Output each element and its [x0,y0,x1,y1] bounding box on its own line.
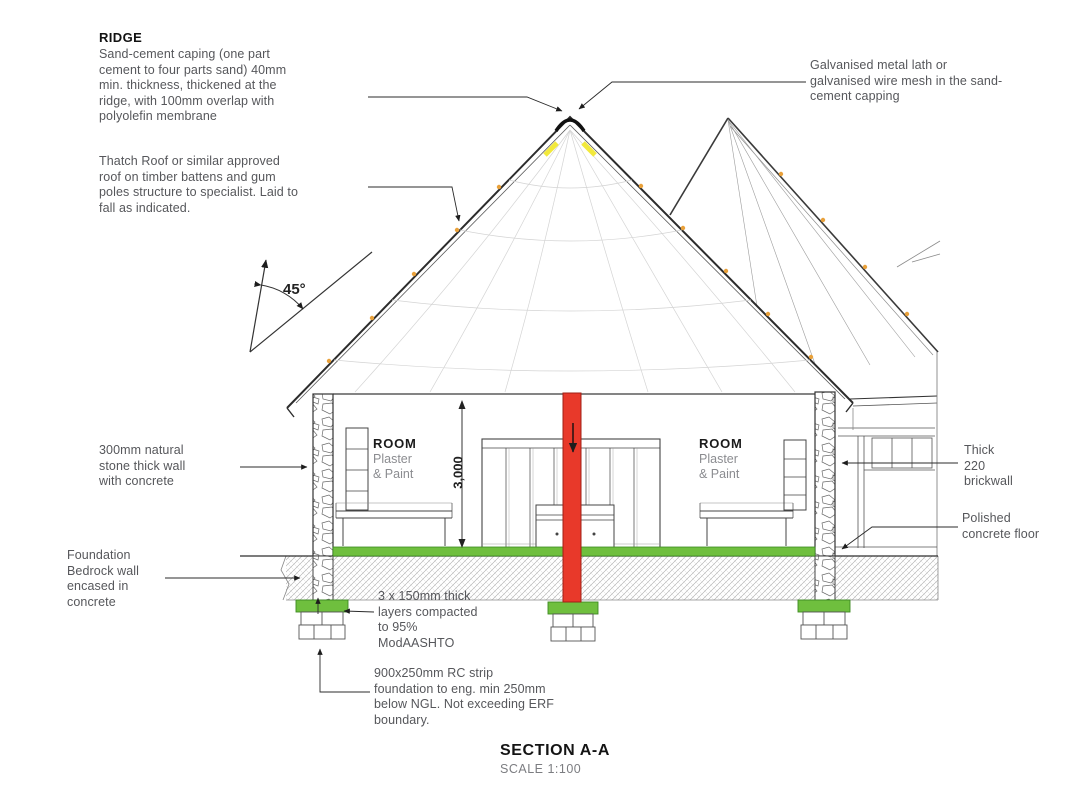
left-window-shelf [345,427,369,511]
ridge-highlight-left [543,141,559,157]
thatch-roof-note: Thatch Roof or similar approved roof on … [99,154,299,215]
roof-pitch-annotation [249,251,373,353]
galvanised-mesh-note: Galvanised metal lath or galvanised wire… [810,58,1003,103]
stone-wall-note: 300mm natural stone thick wall with conc… [99,443,186,488]
right-window-shelf [783,439,807,511]
roof-pitch-label: 45° [283,281,306,298]
leader-layers [343,608,375,614]
center-column [562,392,582,603]
ceiling-height-dimension: 3,000 [450,456,466,489]
room-right-finish: Plaster & Paint [699,452,740,481]
left-bench [335,502,453,546]
leader-lines [165,81,958,693]
leader-thatch [368,186,461,222]
leader-floor [841,526,958,550]
polished-floor-note: Polished concrete floor [962,511,1040,541]
foundation-center [547,601,599,642]
leader-galvanised [578,81,806,110]
room-left-name: ROOM [373,436,417,451]
foundation-right [797,599,851,640]
brick-wall-note: Thick 220 brickwall [964,443,1013,488]
dimension-3000-line [458,400,466,548]
main-roof [286,115,854,418]
right-structure [835,352,938,556]
section-title: SECTION A-A [500,742,611,759]
foundation-bedrock-note: Foundation Bedrock wall encased in concr… [67,548,140,609]
ridge-note: Sand-cement caping (one part cement to f… [99,47,287,123]
right-bench [699,502,794,546]
leader-strip-foundation [317,648,370,693]
roof-fixing-dots [326,183,814,364]
ridge-cap-detail [543,118,597,157]
room-left-finish: Plaster & Paint [373,452,414,481]
ridge-heading: RIDGE [99,30,143,45]
room-right-name: ROOM [699,436,743,451]
strip-foundation-note: 900x250mm RC strip foundation to eng. mi… [374,666,554,727]
leader-ridge [368,96,563,112]
compacted-layers-note: 3 x 150mm thick layers compacted to 95% … [378,589,478,650]
right-stone-wall [814,391,836,601]
ridge-highlight-right [581,141,597,157]
left-stone-wall [312,393,334,601]
secondary-roof [669,117,941,391]
foundation-left [295,599,349,640]
roof-underside-lines [333,129,811,393]
section-scale: SCALE 1:100 [500,762,582,776]
